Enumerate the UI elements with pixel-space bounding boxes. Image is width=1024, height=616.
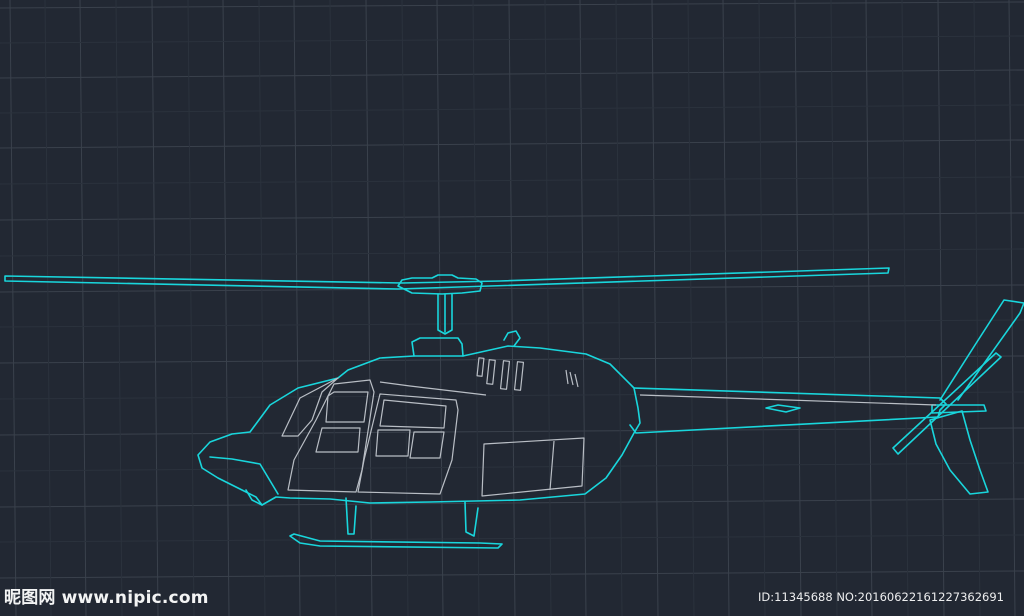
main-rotor-blade	[4, 267, 890, 290]
tail-fin-upper	[939, 299, 1024, 401]
vent-slot	[513, 361, 525, 391]
exhaust-vent	[503, 330, 521, 347]
small-grille	[569, 371, 574, 386]
skid-step	[245, 489, 263, 506]
windshield-inner	[379, 381, 487, 396]
vent-slot	[476, 357, 485, 377]
fuselage-outline	[197, 345, 641, 506]
rotor-mast	[437, 293, 453, 335]
rear-skid-strut	[464, 501, 479, 537]
helicopter-details	[281, 357, 937, 497]
helicopter-drawing	[4, 267, 1024, 549]
watermark-logo: 昵图网	[4, 588, 56, 608]
engine-cowling	[411, 337, 464, 357]
front-lower-window	[315, 427, 361, 453]
vent-slot	[499, 360, 511, 390]
tail-stabilizer	[931, 404, 987, 414]
front-upper-window	[325, 391, 369, 423]
cargo-door-divider	[549, 440, 555, 491]
tail-boom	[629, 387, 947, 434]
windshield	[281, 377, 339, 437]
watermark-url: www.nipic.com	[61, 588, 209, 608]
watermark-id: ID:11345688 NO:20160622161227362691	[758, 590, 1004, 604]
tail-rotor-blade	[892, 352, 1002, 455]
vent-slot	[486, 359, 496, 385]
front-skid-strut	[345, 497, 357, 535]
front-door-frame	[287, 379, 375, 493]
tail-fin-lower	[929, 410, 989, 495]
small-grille	[574, 373, 579, 388]
rear-door-frame	[357, 393, 459, 495]
rear-lower-window	[409, 431, 445, 459]
tail-boom-marker	[765, 404, 801, 413]
small-grille	[565, 369, 569, 385]
tail-boom-line	[639, 394, 937, 406]
landing-skid	[289, 533, 503, 549]
nose-panel	[209, 456, 279, 495]
rear-middle-window	[375, 429, 411, 457]
cargo-door	[481, 437, 585, 497]
rear-upper-window	[379, 399, 447, 429]
